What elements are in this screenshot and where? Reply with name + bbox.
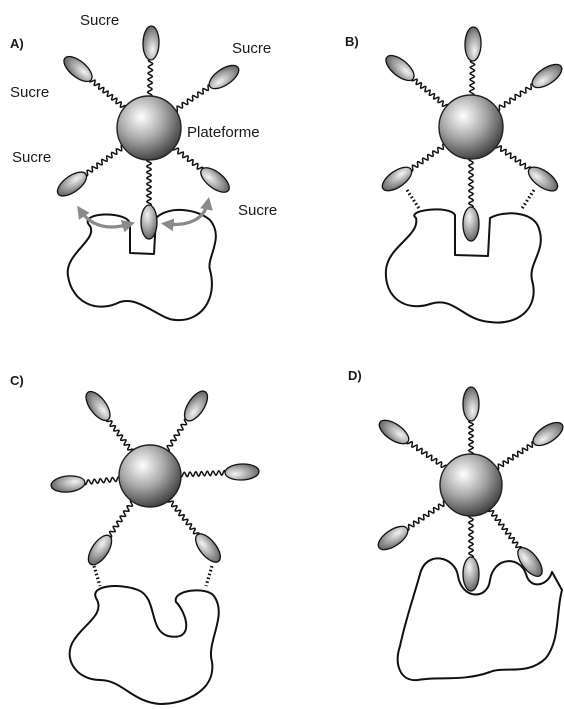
linker-arm bbox=[496, 442, 535, 470]
sugar-unit bbox=[180, 387, 212, 424]
multivalent-ligand bbox=[378, 27, 564, 241]
panel-d: D) bbox=[348, 368, 564, 680]
binding-interaction-right bbox=[521, 190, 534, 210]
platform-sphere bbox=[439, 95, 503, 159]
panel-label: B) bbox=[345, 34, 359, 49]
linker-arm bbox=[90, 79, 126, 108]
linker-arm bbox=[84, 477, 120, 485]
receptor-protein bbox=[70, 586, 219, 704]
sugar-unit bbox=[225, 463, 260, 480]
linker-arm bbox=[497, 84, 534, 111]
sugar-unit bbox=[465, 27, 482, 61]
panel-label: D) bbox=[348, 368, 362, 383]
sugar-unit bbox=[382, 51, 418, 85]
sugar-unit bbox=[463, 207, 479, 241]
sugar-unit bbox=[525, 163, 562, 196]
binding-interaction-right bbox=[206, 566, 212, 586]
linker-arm bbox=[469, 420, 473, 455]
linker-arm bbox=[410, 144, 446, 171]
linker-arm bbox=[173, 147, 203, 170]
platform-sphere bbox=[440, 454, 502, 516]
linker-arm bbox=[470, 60, 475, 96]
linker-arm bbox=[407, 441, 447, 468]
sugar-unit bbox=[528, 60, 564, 92]
sugar-unit bbox=[60, 52, 96, 86]
sugar-unit bbox=[81, 388, 114, 425]
curved-arrow-right bbox=[166, 202, 208, 224]
platform-sphere bbox=[117, 96, 181, 160]
curved-arrow-left bbox=[80, 210, 130, 227]
binding-interaction-left bbox=[94, 566, 100, 586]
linker-arm bbox=[109, 501, 133, 537]
panel-a: A) Sucre Sucre Sucre Sucre Sucre Platefo… bbox=[10, 12, 277, 320]
linker-arm bbox=[168, 499, 199, 535]
sugar-unit bbox=[191, 530, 225, 567]
sucre-label: Sucre bbox=[12, 149, 51, 166]
platform-sphere bbox=[119, 445, 181, 507]
linker-arm bbox=[148, 59, 153, 97]
sucre-label: Sucre bbox=[232, 40, 271, 57]
sucre-label: Sucre bbox=[80, 12, 119, 29]
sugar-unit bbox=[205, 61, 242, 93]
sucre-label: Sucre bbox=[10, 84, 49, 101]
sugar-unit bbox=[463, 387, 479, 421]
linker-arm bbox=[469, 158, 473, 208]
linker-arm bbox=[167, 419, 188, 451]
panel-b: B) bbox=[345, 27, 564, 323]
sugar-unit bbox=[375, 416, 412, 448]
linker-arm bbox=[406, 501, 446, 530]
sucre-label: Sucre bbox=[238, 202, 277, 219]
sugar-unit bbox=[529, 418, 564, 450]
sugar-unit bbox=[141, 205, 157, 239]
linker-arm bbox=[412, 78, 448, 107]
linker-arm bbox=[180, 471, 226, 477]
sugar-unit bbox=[197, 163, 234, 197]
sugar-unit bbox=[463, 557, 479, 591]
sugar-unit bbox=[374, 522, 411, 554]
linker-arm bbox=[175, 85, 211, 111]
sugar-unit bbox=[50, 474, 85, 493]
sugar-unit bbox=[513, 544, 546, 581]
binding-interaction-left bbox=[407, 190, 420, 210]
sugar-unit bbox=[143, 26, 160, 60]
panel-label: C) bbox=[10, 373, 24, 388]
linker-arm bbox=[107, 419, 133, 452]
linker-arm bbox=[488, 509, 521, 550]
multivalent-ligand bbox=[374, 387, 564, 591]
sugar-unit bbox=[378, 163, 415, 196]
linker-arm bbox=[469, 515, 473, 558]
panel-label: A) bbox=[10, 36, 24, 51]
panel-c: C) bbox=[10, 373, 259, 704]
multivalent-ligand bbox=[50, 387, 259, 568]
linker-arm bbox=[85, 145, 124, 175]
linker-arm bbox=[147, 159, 151, 206]
plateforme-label: Plateforme bbox=[187, 124, 260, 141]
linker-arm bbox=[496, 145, 531, 169]
sugar-unit bbox=[84, 531, 116, 568]
sugar-unit bbox=[54, 168, 91, 201]
